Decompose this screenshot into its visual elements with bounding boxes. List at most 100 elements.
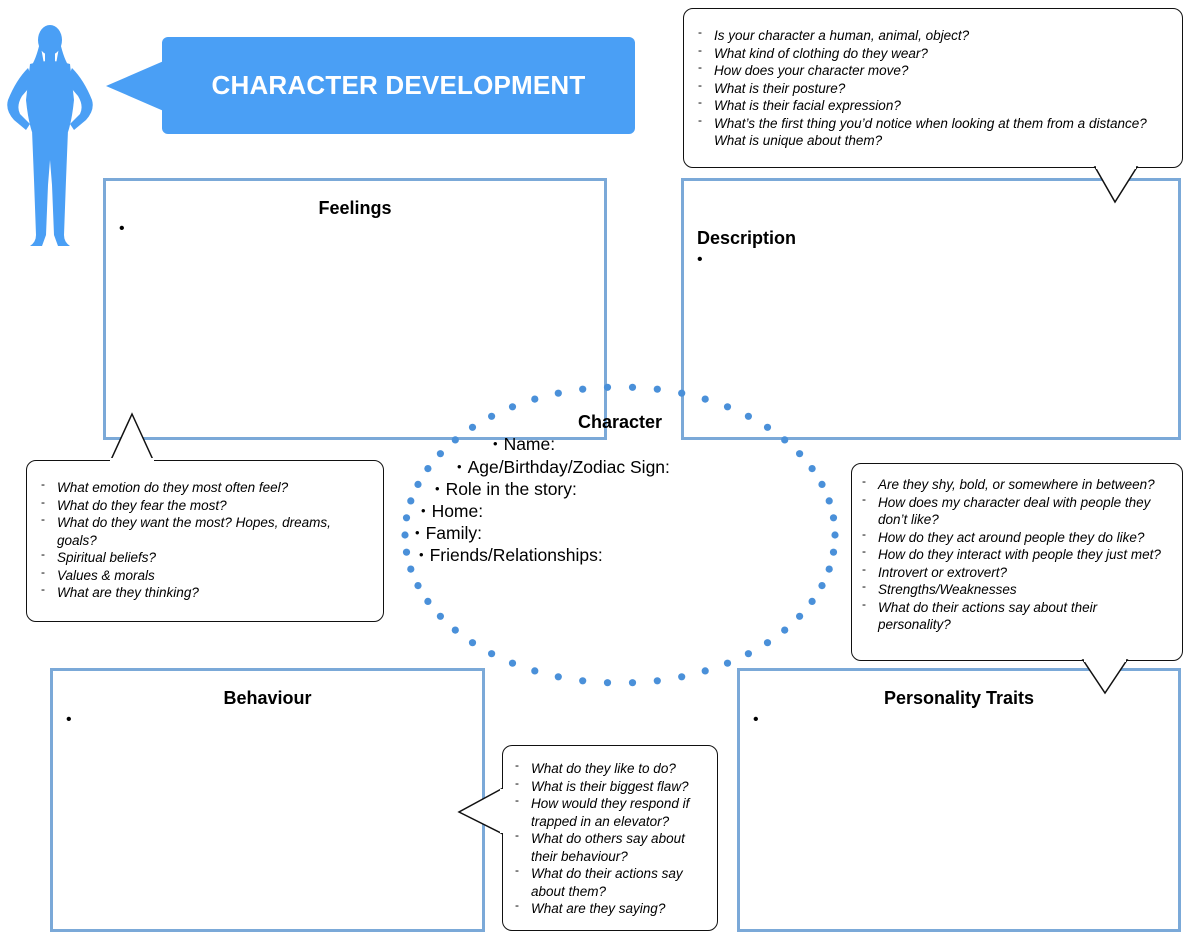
prompt-item: How do they interact with people they ju… [862,543,1172,564]
description-bullet: • [697,251,703,268]
ellipse-dot [407,497,415,505]
ellipse-dot [603,383,612,391]
prompt-item: What kind of clothing do they wear? [698,42,1162,63]
prompt-item: What is their posture? [698,77,1162,98]
ellipse-dot [628,679,637,687]
bubble-tail-cover [110,458,154,464]
ellipse-dot [436,612,444,620]
ellipse-dot [818,480,826,488]
behaviour-bullet: • [66,711,72,728]
personality-prompts-bubble: Are they shy, bold, or somewhere in betw… [851,463,1183,661]
ellipse-dot [531,667,539,675]
description-prompts-bubble: Is your character a human, animal, objec… [683,8,1183,168]
ellipse-dot [488,412,496,420]
prompt-item: What do their actions say about them? [515,862,709,900]
personality-traits-title: Personality Traits [883,688,1035,708]
ellipse-dot [825,497,833,505]
ellipse-dot [763,423,772,431]
feelings-prompts-bubble: What emotion do they most often feel? Wh… [26,460,384,622]
ellipse-dot [451,626,459,634]
ellipse-dot [414,480,422,488]
prompt-item: What are they saying? [515,897,709,918]
feelings-box[interactable]: Feelings • [103,178,607,440]
bubble-tail-cover [500,789,506,833]
prompt-item: What are they thinking? [41,581,367,602]
ellipse-dot [808,597,816,605]
feelings-title: Feelings [318,198,392,218]
prompt-item: What do they fear the most? [41,494,367,515]
ellipse-dot [488,650,496,658]
prompt-item: What emotion do they most often feel? [41,476,367,497]
behaviour-box[interactable]: Behaviour • [50,668,485,932]
prompt-item: How would they respond if trapped in an … [515,792,709,830]
ellipse-dot [744,650,752,658]
feelings-bullet: • [119,220,125,237]
ellipse-dot [628,383,637,391]
ellipse-dot [554,673,562,681]
ellipse-dot [829,514,838,522]
banner-pointer [106,60,166,112]
ellipse-dot [744,412,752,420]
prompt-item: What’s the first thing you’d notice when… [698,112,1162,150]
prompt-item: What is their biggest flaw? [515,775,709,796]
personality-traits-bullet: • [753,711,759,728]
ellipse-dot [468,423,477,431]
header-banner: CHARACTER DEVELOPMENT [162,37,635,134]
prompt-item: How does your character move? [698,59,1162,80]
prompt-item: Values & morals [41,564,367,585]
ellipse-dot [402,514,411,522]
prompt-item: Introvert or extrovert? [862,561,1172,582]
prompt-item: Spiritual beliefs? [41,546,367,567]
ellipse-dot [401,531,409,539]
ellipse-dot [781,436,789,444]
ellipse-dot [818,582,826,590]
character-title: Character [577,412,663,432]
character-field-friends: •Friends/Relationships: [419,545,603,565]
ellipse-dot [763,639,772,647]
prompt-item: What do they want the most? Hopes, dream… [41,511,367,549]
ellipse-dot [653,385,661,393]
description-title: Description [697,228,797,248]
prompt-item: What do others say about their behaviour… [515,827,709,865]
ellipse-dot [402,548,411,556]
ellipse-dot [579,677,587,685]
prompt-item: Strengths/Weaknesses [862,578,1172,599]
page-title: CHARACTER DEVELOPMENT [211,70,586,100]
ellipse-dot [796,450,804,458]
bubble-tail [1081,659,1129,695]
ellipse-dot [825,565,833,573]
character-field-home: •Home: [421,501,484,521]
ellipse-dot [723,403,732,411]
ellipse-dot [424,465,432,473]
ellipse-dot [468,639,477,647]
ellipse-dot [508,403,517,411]
ellipse-dot [407,565,415,573]
description-box[interactable]: Description • [681,178,1181,440]
ellipse-dot [603,679,612,687]
ellipse-dot [701,667,709,675]
ellipse-dot [678,389,686,397]
prompt-item: What do their actions say about their pe… [862,596,1172,634]
ellipse-dot [579,385,587,393]
ellipse-dot [424,597,432,605]
bubble-tail [108,412,156,463]
character-field-name: •Name: [493,434,556,454]
character-field-family: •Family: [415,523,482,543]
prompt-item: What do they like to do? [515,757,709,778]
behaviour-title: Behaviour [223,688,312,708]
ellipse-dot [831,531,839,539]
ellipse-dot [723,659,732,667]
ellipse-dot [653,677,661,685]
ellipse-dot [451,436,459,444]
prompt-item: How does my character deal with people t… [862,491,1172,529]
ellipse-dot [678,673,686,681]
personality-traits-box[interactable]: Personality Traits • [737,668,1181,932]
prompt-item: Are they shy, bold, or somewhere in betw… [862,473,1172,494]
character-ellipse [401,383,839,687]
ellipse-dot [808,465,816,473]
woman-silhouette-icon [7,25,93,246]
prompt-item: How do they act around people they do li… [862,526,1172,547]
ellipse-dot [436,450,444,458]
ellipse-dot [829,548,838,556]
character-field-age: •Age/Birthday/Zodiac Sign: [457,457,670,477]
